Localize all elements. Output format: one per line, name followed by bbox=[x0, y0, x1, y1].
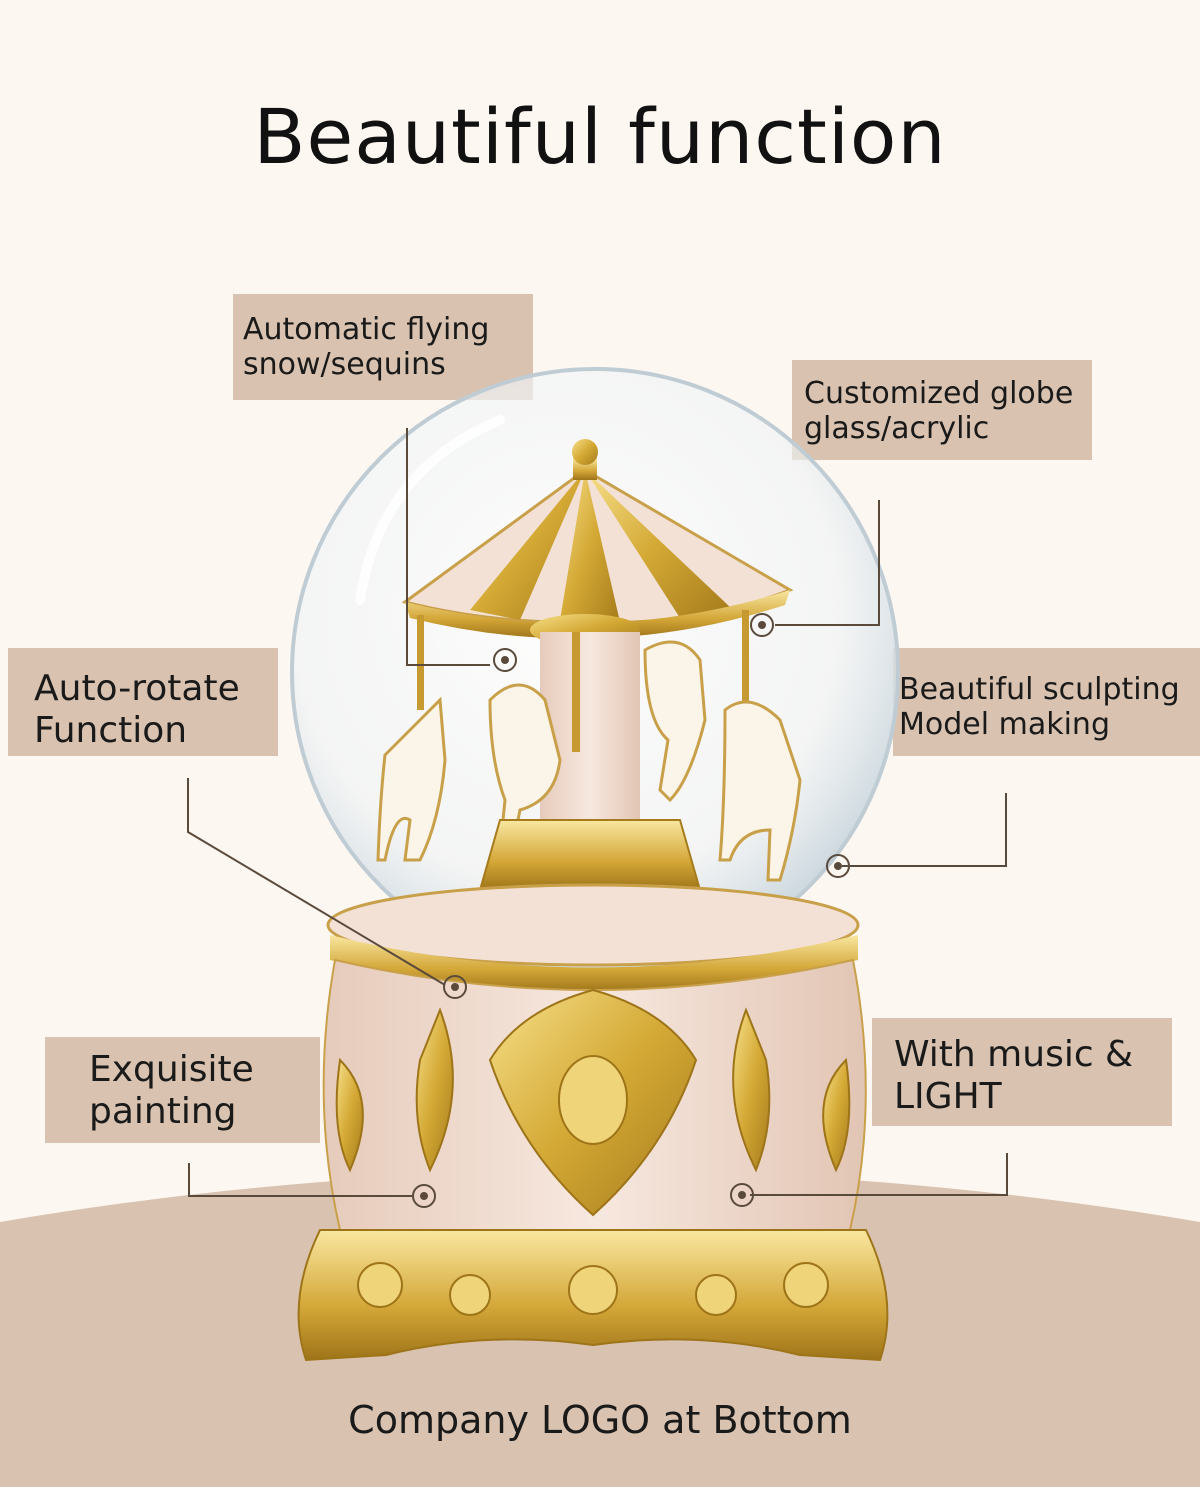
base-ornaments bbox=[335, 988, 851, 1217]
page-title: Beautiful function bbox=[253, 92, 947, 181]
callout-line: Customized globe bbox=[804, 376, 1074, 411]
pole-right bbox=[742, 610, 749, 710]
center-column bbox=[540, 632, 640, 832]
callout-line: painting bbox=[89, 1091, 237, 1133]
callout-line: snow/sequins bbox=[243, 347, 446, 383]
callout-box-music bbox=[872, 1018, 1172, 1126]
callout-line: Beautiful sculpting bbox=[899, 672, 1180, 707]
callout-box-sculpt bbox=[893, 648, 1200, 756]
callout-auto-rotate: Auto-rotate Function bbox=[8, 648, 278, 756]
callout-box-globe bbox=[792, 360, 1092, 460]
callout-box-paint bbox=[45, 1037, 320, 1143]
pole-left bbox=[417, 615, 424, 710]
inner-pedestal bbox=[478, 819, 702, 891]
callout-line: With music & bbox=[894, 1034, 1134, 1075]
callout-automatic-snow: Automatic flying snow/sequins bbox=[233, 294, 533, 400]
carousel-canopy bbox=[401, 439, 794, 646]
callout-box-rotate bbox=[8, 648, 278, 756]
callout-line: Model making bbox=[899, 707, 1110, 743]
horse-figures bbox=[376, 640, 802, 882]
callout-music-light: With music & LIGHT bbox=[872, 1018, 1172, 1126]
globe-highlight bbox=[355, 415, 505, 605]
foot-scrolls bbox=[357, 1262, 829, 1316]
callout-line: glass/acrylic bbox=[804, 411, 990, 447]
callout-line: Function bbox=[34, 710, 188, 752]
callout-line: Auto-rotate bbox=[34, 668, 240, 709]
footer-logo-note: Company LOGO at Bottom bbox=[348, 1398, 852, 1442]
callout-line: LIGHT bbox=[894, 1076, 1002, 1118]
base-top-disc bbox=[326, 883, 860, 967]
callout-sculpting: Beautiful sculpting Model making bbox=[893, 648, 1200, 756]
callout-customized-globe: Customized globe glass/acrylic bbox=[792, 360, 1092, 460]
callout-box-snow bbox=[233, 294, 533, 400]
callout-line: Exquisite bbox=[89, 1049, 254, 1090]
pole-center bbox=[572, 632, 580, 752]
leader-lines bbox=[187, 428, 1008, 1197]
leader-markers bbox=[412, 613, 850, 1208]
callout-line: Automatic flying bbox=[243, 312, 490, 347]
callout-painting: Exquisite painting bbox=[45, 1037, 320, 1143]
